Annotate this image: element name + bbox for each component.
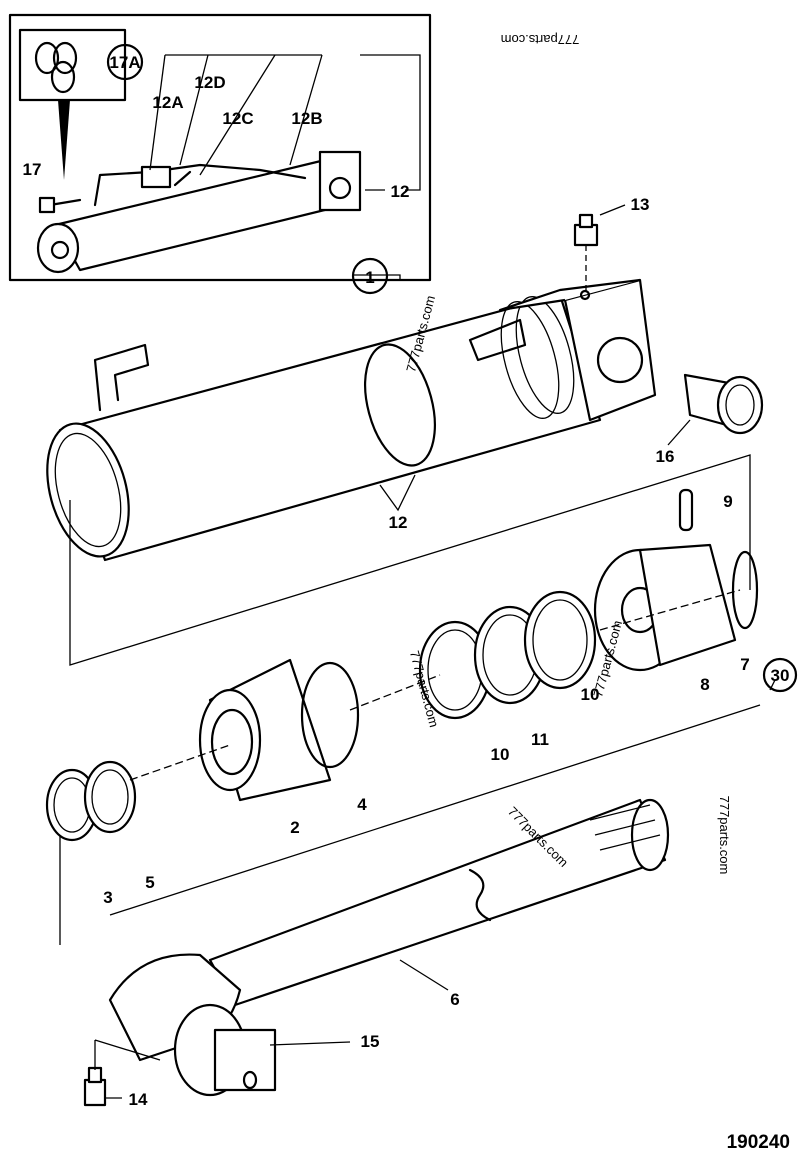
label-17A: 17A	[109, 53, 140, 72]
label-2: 2	[290, 818, 299, 837]
inset-panel	[8, 13, 432, 282]
label-13: 13	[631, 195, 650, 214]
watermark-1: 777parts.com	[501, 32, 580, 47]
label-30: 30	[771, 666, 790, 685]
label-10b: 10	[581, 685, 600, 704]
dashed-assembly-frame	[69, 454, 751, 666]
cylinder-barrel	[46, 278, 657, 562]
label-9: 9	[723, 492, 732, 511]
label-12D: 12D	[194, 73, 225, 92]
watermark-6: 777parts.com	[717, 796, 732, 875]
label-12: 12	[389, 513, 408, 532]
gland-2	[198, 658, 360, 802]
label-16: 16	[656, 447, 675, 466]
label-4: 4	[357, 795, 367, 814]
label-5: 5	[145, 873, 154, 892]
label-1: 1	[365, 268, 374, 287]
label-17: 17	[23, 160, 42, 179]
fitting-14	[83, 1066, 107, 1107]
label-11: 11	[531, 730, 549, 749]
pin-9	[678, 488, 694, 532]
label-6: 6	[450, 990, 459, 1009]
label-3: 3	[103, 888, 112, 907]
label-8: 8	[700, 675, 709, 694]
label-15: 15	[361, 1032, 380, 1051]
callout-30-circle	[762, 657, 798, 693]
piston-8	[593, 543, 759, 672]
label-10a: 10	[491, 745, 510, 764]
label-12B: 12B	[291, 109, 322, 128]
callout-17A-circle	[106, 43, 144, 81]
figure-reference-number: 190240	[727, 1132, 790, 1153]
piston-rod-6	[108, 798, 670, 1097]
label-7: 7	[740, 655, 749, 674]
bushing-16	[683, 373, 764, 435]
label-12A: 12A	[152, 93, 183, 112]
label-12C: 12C	[222, 109, 253, 128]
wear-rings-10-11	[418, 590, 597, 720]
grease-fitting-13	[573, 213, 599, 295]
seals-3-5	[45, 760, 137, 842]
callout-1-circle	[351, 257, 389, 295]
o-ring-kit-box	[18, 28, 127, 102]
label-12-inset: 12	[391, 182, 410, 201]
label-14: 14	[129, 1090, 148, 1109]
